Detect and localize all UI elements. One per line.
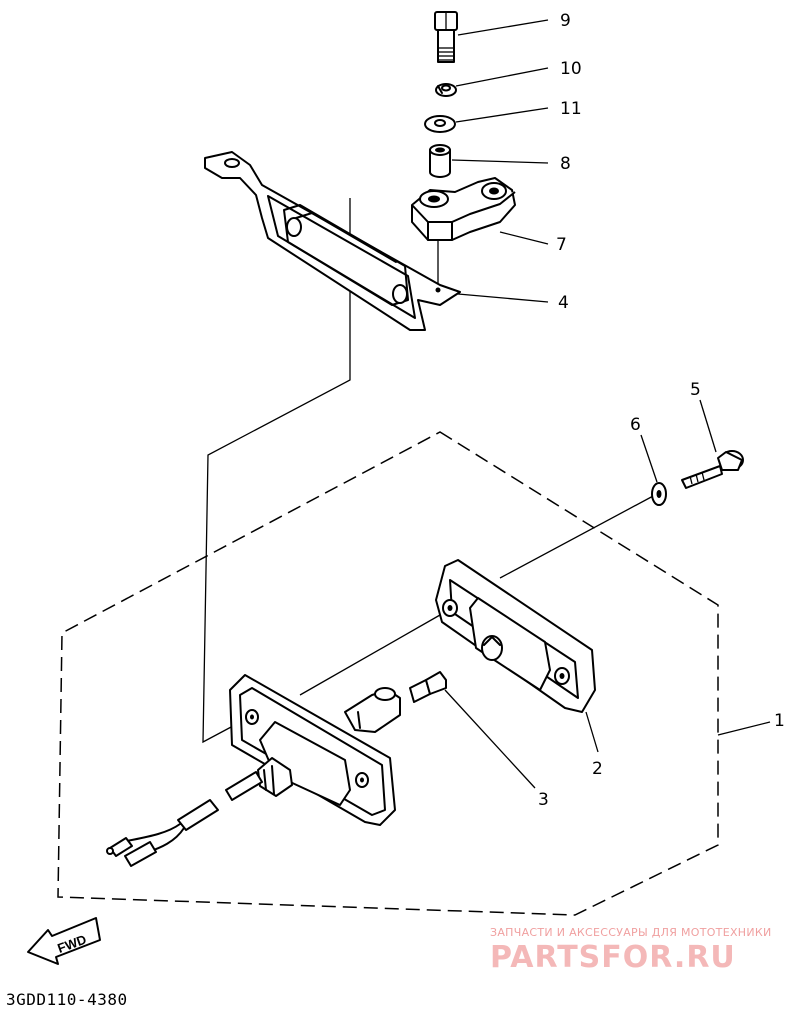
flat-washer-part-11 [424, 115, 456, 133]
callout-3: 3 [538, 790, 549, 810]
watermark-logo: PARTSFOR.RU [490, 940, 736, 975]
drawing-code: 3GDD110-4380 [6, 990, 128, 1009]
screw-part-5 [681, 450, 744, 489]
lens-part-2 [435, 559, 596, 713]
collar-part-8 [429, 144, 451, 178]
wire-lead [106, 771, 263, 867]
alignment-lines [202, 198, 656, 744]
callout-4: 4 [558, 293, 569, 313]
taillight-housing-part-1 [229, 674, 396, 826]
callout-leaders [444, 19, 771, 789]
watermark-tagline: ЗАПЧАСТИ И АКСЕССУАРЫ ДЛЯ МОТОТЕХНИКИ [490, 926, 772, 939]
callout-5: 5 [690, 380, 701, 400]
bulb-part-3 [409, 671, 447, 703]
bolt-part-9 [434, 11, 458, 63]
mounting-bracket-part-4 [204, 151, 461, 331]
callout-numbers: 9 10 11 8 7 4 5 6 1 2 3 [538, 11, 785, 810]
callout-10: 10 [560, 59, 582, 79]
assembly-boundary-dashed [57, 431, 719, 916]
callout-8: 8 [560, 154, 571, 174]
washer-part-6 [651, 482, 667, 506]
socket-assembly [344, 687, 401, 733]
callout-1: 1 [774, 711, 785, 731]
callout-6: 6 [630, 415, 641, 435]
fwd-direction-arrow: FWD [27, 917, 101, 965]
callout-9: 9 [560, 11, 571, 31]
callout-7: 7 [556, 235, 567, 255]
bracket-arm-part-7 [411, 177, 516, 241]
lock-washer-part-10 [435, 83, 457, 97]
callout-2: 2 [592, 759, 603, 779]
callout-11: 11 [560, 99, 582, 119]
